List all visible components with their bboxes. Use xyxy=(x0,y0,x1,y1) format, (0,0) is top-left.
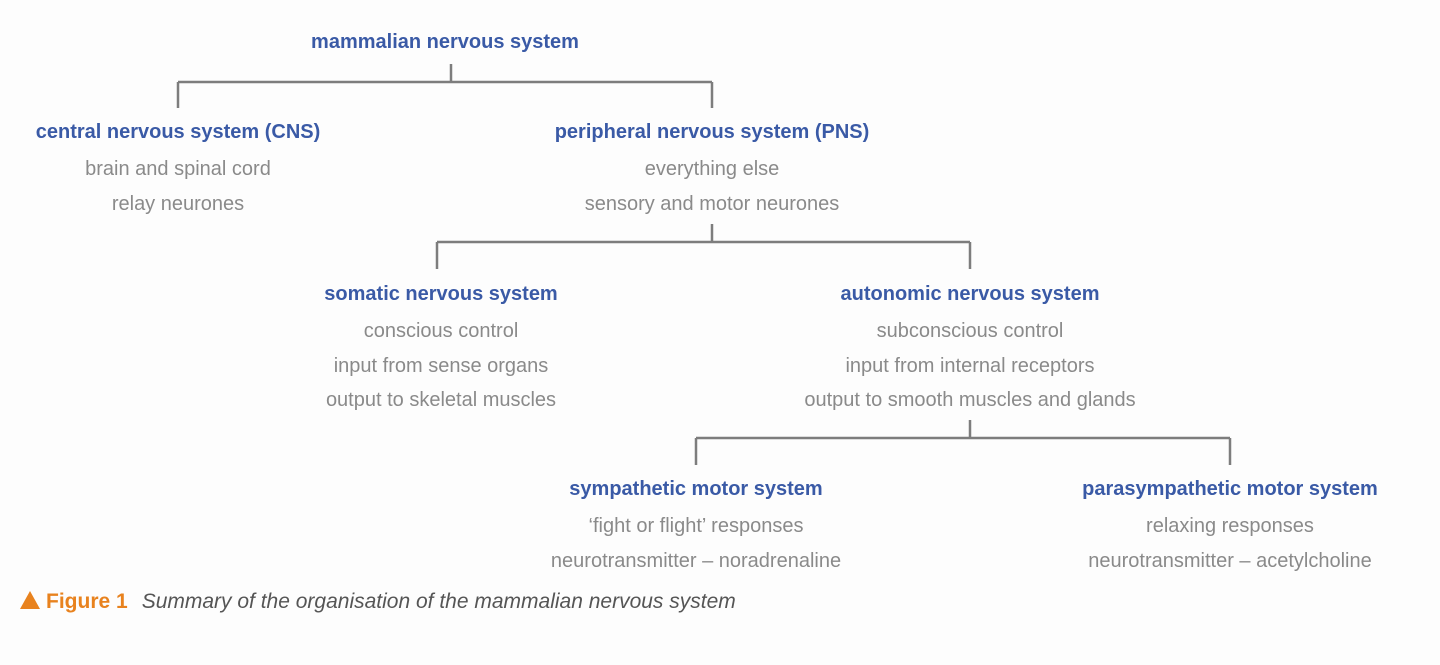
node-text: output to smooth muscles and glands xyxy=(804,389,1136,411)
node-text: neurotransmitter – noradrenaline xyxy=(550,549,842,572)
node-somatic: somatic nervous system conscious control… xyxy=(324,282,557,418)
figure-label: Figure 1 xyxy=(46,590,128,613)
node-title: autonomic nervous system xyxy=(840,283,1100,305)
figure-caption: Figure 1 Summary of the organisation of t… xyxy=(20,590,736,614)
node-title: sympathetic motor system xyxy=(569,478,823,500)
node-pns: peripheral nervous system (PNS) everythi… xyxy=(555,120,870,221)
node-text: neurotransmitter – acetylcholine xyxy=(1088,549,1372,572)
node-text: relaxing responses xyxy=(1146,515,1314,537)
node-text: ‘fight or flight’ responses xyxy=(588,515,804,537)
node-text: brain and spinal cord xyxy=(85,158,271,180)
node-cns: central nervous system (CNS) brain and s… xyxy=(36,120,321,221)
node-parasympathetic: parasympathetic motor system relaxing re… xyxy=(1082,477,1378,578)
node-title: parasympathetic motor system xyxy=(1082,478,1378,500)
node-title: mammalian nervous system xyxy=(311,31,579,53)
figure-description: Summary of the organisation of the mamma… xyxy=(141,590,736,613)
node-autonomic: autonomic nervous system subconscious co… xyxy=(804,282,1135,418)
node-text: everything else xyxy=(644,158,780,180)
node-text: input from internal receptors xyxy=(845,354,1095,377)
node-text: input from sense organs xyxy=(333,354,549,377)
node-text: sensory and motor neurones xyxy=(584,192,840,215)
node-text: subconscious control xyxy=(876,320,1064,342)
triangle-icon xyxy=(20,591,40,609)
node-mammalian-nervous-system: mammalian nervous system xyxy=(311,30,579,62)
node-text: relay neurones xyxy=(111,192,245,215)
node-title: central nervous system (CNS) xyxy=(35,121,321,143)
node-text: output to skeletal muscles xyxy=(325,389,557,411)
node-sympathetic: sympathetic motor system ‘fight or fligh… xyxy=(551,477,841,578)
node-title: somatic nervous system xyxy=(324,283,558,305)
node-title: peripheral nervous system (PNS) xyxy=(554,121,870,143)
node-text: conscious control xyxy=(363,320,519,342)
